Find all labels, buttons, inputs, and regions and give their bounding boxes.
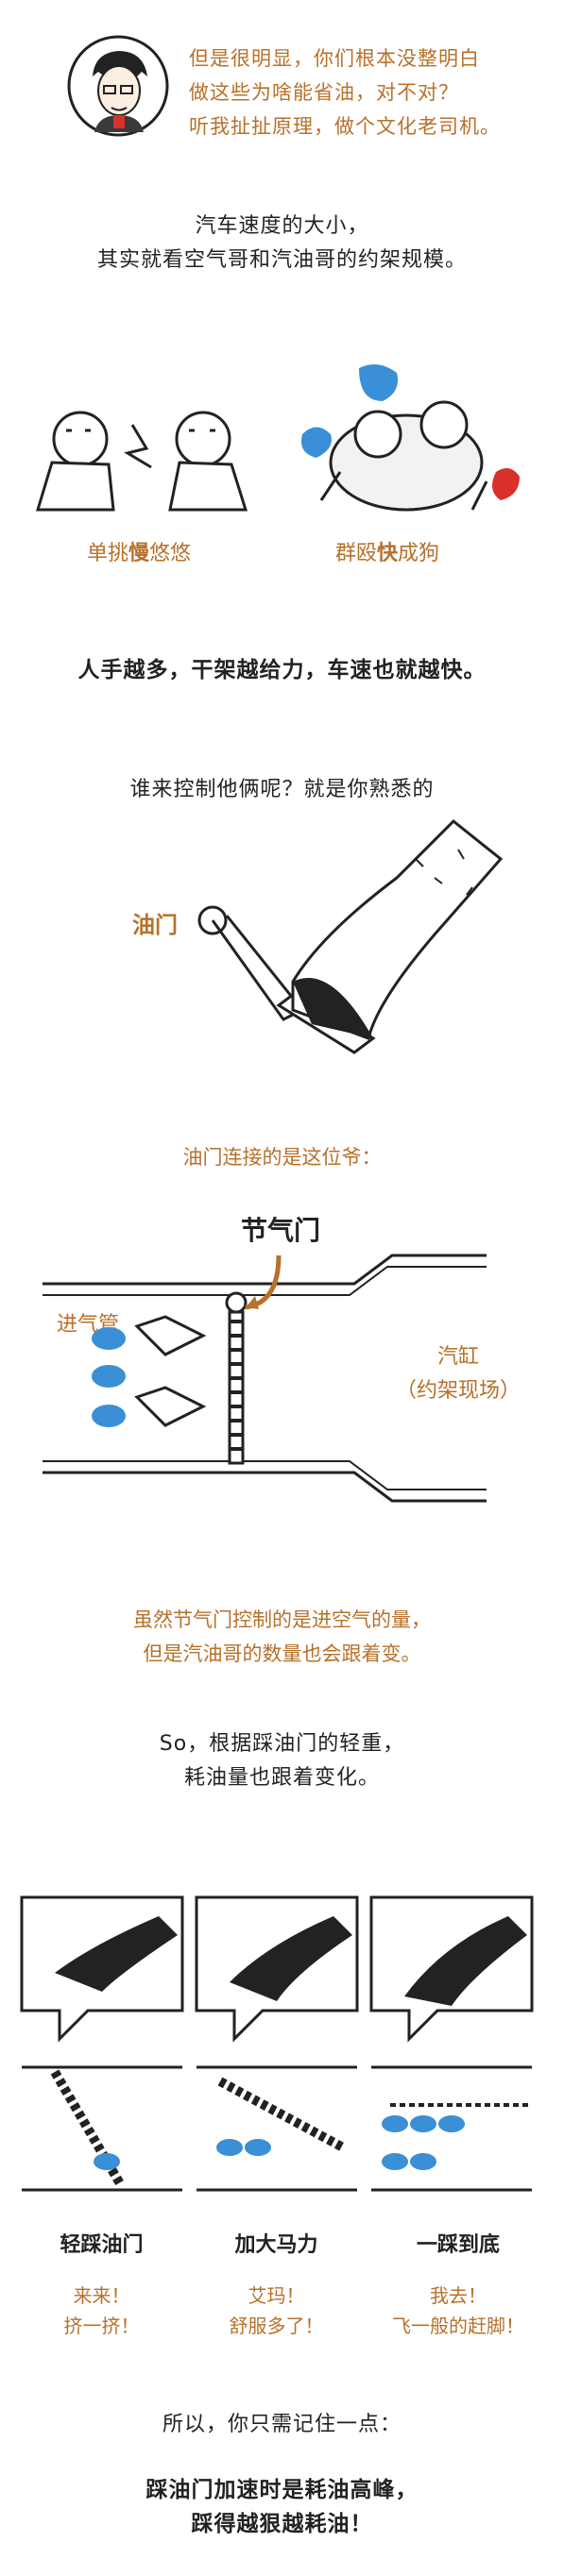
final-conclusion: 踩油门加速时是耗油高峰， 踩得越狠越耗油！ <box>0 2473 564 2541</box>
so-line-2: 耗油量也跟着变化。 <box>183 1766 380 1790</box>
explain-line-1: 虽然节气门控制的是进空气的量， <box>133 1608 431 1631</box>
caption-brawl-post: 成狗 <box>398 542 440 565</box>
label-gas-pedal: 油门 <box>132 912 178 938</box>
so-line-1: So，根据踩油门的轻重， <box>159 1732 405 1756</box>
throttle-diagram <box>43 1254 487 1503</box>
case-more-power: 加大马力 艾玛！ 舒服多了！ <box>194 2228 359 2341</box>
label-cylinder-line-1: 汽缸 <box>436 1345 479 1369</box>
fight-brawl-illustration <box>301 364 520 512</box>
final-line-1: 踩油门加速时是耗油高峰， <box>145 2478 419 2502</box>
question-who-controls: 谁来控制他俩呢？就是你熟悉的 <box>129 778 435 801</box>
three-cases-illustration <box>20 1895 534 2192</box>
explain-text: 虽然节气门控制的是进空气的量， 但是汽油哥的数量也会跟着变。 <box>0 1603 564 1671</box>
throttle-title: 节气门 <box>241 1215 321 1246</box>
case-light-sub-1: 来来！ <box>73 2284 130 2307</box>
caption-one-on-one: 单挑慢悠悠 <box>87 536 191 566</box>
intro-line-3: 听我扯扯原理，做个文化老司机。 <box>189 115 501 138</box>
caption-brawl-key: 快 <box>377 542 399 565</box>
case-floor-sub-2: 飞一般的赶脚！ <box>392 2315 524 2337</box>
final-line-2: 踩得越狠越耗油！ <box>191 2512 373 2536</box>
so-text: So，根据踩油门的轻重， 耗油量也跟着变化。 <box>0 1727 564 1795</box>
caption-one-on-one-key: 慢 <box>128 542 150 565</box>
final-intro: 所以，你只需记住一点： <box>162 2413 402 2436</box>
case-more-sub-2: 舒服多了！ <box>229 2315 324 2337</box>
caption-one-on-one-post: 悠悠 <box>149 542 192 565</box>
fight-one-on-one-illustration <box>35 411 248 512</box>
label-cylinder: 汽缸 （约架现场） <box>392 1340 524 1408</box>
case-light-press: 轻踩油门 来来！ 挤一挤！ <box>19 2228 184 2341</box>
label-cylinder-line-2: （约架现场） <box>395 1379 521 1403</box>
case-more-sub-1: 艾玛！ <box>248 2284 305 2307</box>
gas-pedal-illustration <box>197 818 504 1054</box>
conclusion-more-hands: 人手越多，干架越给力，车速也就越快。 <box>77 658 487 682</box>
case-light-title: 轻踩油门 <box>60 2233 144 2257</box>
caption-brawl: 群殴快成狗 <box>335 536 439 566</box>
intro-line-1: 但是很明显，你们根本没整明白 <box>189 47 480 70</box>
caption-one-on-one-pre: 单挑 <box>87 542 129 565</box>
throttle-intro: 油门连接的是这位爷： <box>182 1146 382 1169</box>
intro-line-2: 做这些为啥能省油，对不对？ <box>189 81 459 104</box>
case-floor-title: 一踩到底 <box>416 2233 500 2257</box>
para-speed: 汽车速度的大小， 其实就看空气哥和汽油哥的约架规模。 <box>0 210 564 278</box>
para-speed-line-2: 其实就看空气哥和汽油哥的约架规模。 <box>96 248 467 272</box>
caption-brawl-pre: 群殴 <box>335 542 378 565</box>
case-floor-sub-1: 我去！ <box>430 2284 487 2307</box>
para-speed-line-1: 汽车速度的大小， <box>195 214 369 238</box>
case-more-title: 加大马力 <box>234 2233 318 2257</box>
explain-line-2: 但是汽油哥的数量也会跟着变。 <box>143 1642 421 1665</box>
case-light-sub-2: 挤一挤！ <box>63 2315 140 2337</box>
case-floor-it: 一踩到底 我去！ 飞一般的赶脚！ <box>364 2228 553 2341</box>
avatar-icon <box>67 35 169 137</box>
